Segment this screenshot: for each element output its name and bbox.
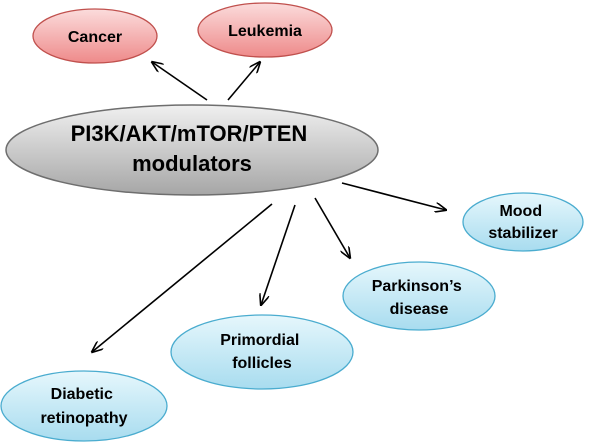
node-parkinsons: Parkinson’s disease bbox=[342, 261, 496, 331]
arrow-to-cancer bbox=[152, 62, 208, 101]
center-ellipse bbox=[5, 104, 379, 196]
center-label-line-1: PI3K/AKT/mTOR/PTEN bbox=[71, 121, 308, 146]
center-node: PI3K/AKT/mTOR/PTEN modulators bbox=[5, 104, 379, 196]
arrow-to-diabetic bbox=[92, 203, 273, 352]
arrow-to-primordial bbox=[261, 204, 296, 305]
node-mood-stabilizer: Mood stabilizer bbox=[462, 192, 584, 252]
node-cancer-ellipse bbox=[32, 8, 158, 64]
arrow-to-mood-stabilizer bbox=[341, 182, 446, 210]
node-primordial-follicles-ellipse bbox=[170, 314, 354, 390]
node-primordial-follicles: Primordial follicles bbox=[170, 314, 354, 390]
node-leukemia-ellipse bbox=[197, 2, 333, 58]
node-primordial-follicles-label: Primordial follicles bbox=[220, 332, 304, 372]
node-parkinsons-label: Parkinson’s disease bbox=[372, 278, 467, 318]
center-label-line-2: modulators bbox=[132, 151, 252, 176]
node-mood-stabilizer-ellipse bbox=[462, 192, 584, 252]
arrow-to-leukemia bbox=[227, 62, 260, 101]
arrows-layer bbox=[92, 62, 446, 352]
center-label: PI3K/AKT/mTOR/PTEN modulators bbox=[71, 121, 314, 176]
node-diabetic-retinopathy-label: Diabetic retinopathy bbox=[40, 386, 127, 427]
node-leukemia: Leukemia bbox=[197, 2, 333, 58]
node-mood-stabilizer-label: Mood stabilizer bbox=[488, 203, 557, 242]
arrow-to-parkinsons bbox=[314, 197, 350, 258]
node-diabetic-retinopathy-ellipse bbox=[0, 370, 168, 442]
node-cancer: Cancer bbox=[32, 8, 158, 64]
node-diabetic-retinopathy: Diabetic retinopathy bbox=[0, 370, 168, 442]
node-leukemia-label: Leukemia bbox=[228, 23, 302, 40]
node-parkinsons-ellipse bbox=[342, 261, 496, 331]
node-cancer-label: Cancer bbox=[68, 29, 122, 46]
